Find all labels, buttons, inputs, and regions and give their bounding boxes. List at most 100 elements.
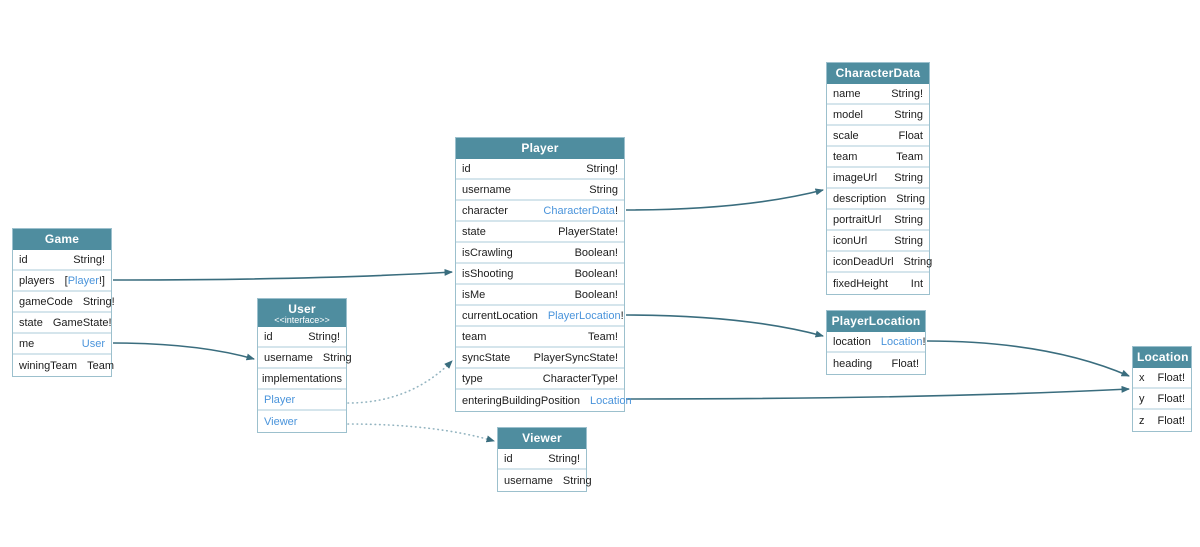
field-name: currentLocation [462, 309, 538, 322]
field-row-game-players[interactable]: players[Player!] [13, 271, 111, 292]
field-name: x [1139, 371, 1145, 384]
node-header-playerlocation[interactable]: PlayerLocation [827, 311, 925, 332]
field-type: Location! [881, 336, 926, 348]
node-header-game[interactable]: Game [13, 229, 111, 250]
node-title: CharacterData [835, 66, 921, 80]
type-link[interactable]: CharacterData [543, 204, 615, 217]
field-name: fixedHeight [833, 277, 889, 290]
field-type: Team [87, 360, 114, 372]
field-row-player-character[interactable]: character CharacterData! [456, 201, 624, 222]
field-name: username [462, 183, 511, 196]
field-name-link[interactable]: Viewer [264, 415, 298, 428]
field-row-characterdata-fixedHeight[interactable]: fixedHeight Int [827, 273, 929, 294]
field-type: CharacterData! [543, 205, 618, 217]
field-type: Boolean! [575, 268, 618, 280]
field-type: String [894, 235, 923, 247]
field-name: id [462, 162, 471, 175]
field-type: String [894, 214, 923, 226]
type-link[interactable]: Location [590, 394, 632, 407]
field-row-user-Viewer[interactable]: Viewer [258, 411, 346, 432]
type-suffix: GameState! [52, 316, 112, 329]
field-row-user-Player[interactable]: Player [258, 390, 346, 411]
field-name: me [19, 337, 35, 350]
type-suffix: ! [614, 204, 618, 217]
field-name: implementations [261, 372, 343, 385]
node-header-characterdata[interactable]: CharacterData [827, 63, 929, 84]
type-suffix: CharacterType! [542, 372, 618, 385]
field-type: User [82, 338, 105, 350]
type-prefix: [ [64, 274, 68, 287]
field-row-game-me[interactable]: me User [13, 334, 111, 355]
field-type: PlayerState! [558, 226, 618, 238]
node-title: Location [1137, 350, 1189, 364]
field-name-link[interactable]: Player [264, 393, 296, 406]
field-type: String [904, 256, 933, 268]
type-link[interactable]: User [81, 337, 105, 350]
node-header-location[interactable]: Location [1133, 347, 1191, 368]
node-header-viewer[interactable]: Viewer [498, 428, 586, 449]
field-row-user-implementations[interactable]: implementations [258, 369, 346, 390]
type-suffix: Int [910, 277, 923, 290]
type-suffix: PlayerSyncState! [533, 351, 618, 364]
type-link[interactable]: Player [67, 274, 99, 287]
field-row-player-id[interactable]: id String! [456, 159, 624, 180]
field-type: String! [548, 453, 580, 465]
field-name: isCrawling [462, 246, 513, 259]
type-suffix: PlayerState! [558, 225, 618, 238]
field-name: username [264, 351, 313, 364]
type-suffix: !] [98, 274, 105, 287]
field-name: scale [833, 129, 859, 142]
field-row-user-username[interactable]: username String [258, 348, 352, 369]
type-suffix: Boolean! [574, 288, 618, 301]
field-name: character [462, 204, 508, 217]
type-link[interactable]: PlayerLocation [547, 309, 621, 322]
node-header-user[interactable]: User<<interface>> [258, 299, 346, 327]
field-type: String [323, 352, 352, 364]
field-type: String! [586, 163, 618, 175]
field-type: Float! [1157, 415, 1185, 427]
type-suffix: String! [548, 452, 580, 465]
field-type: Float! [891, 358, 919, 370]
field-type: [Player!] [65, 275, 105, 287]
field-type: Boolean! [575, 289, 618, 301]
type-suffix: String! [891, 87, 923, 100]
type-link[interactable]: Location [880, 335, 923, 348]
node-header-player[interactable]: Player [456, 138, 624, 159]
node-title: Viewer [522, 431, 562, 445]
type-suffix: String! [308, 330, 340, 343]
